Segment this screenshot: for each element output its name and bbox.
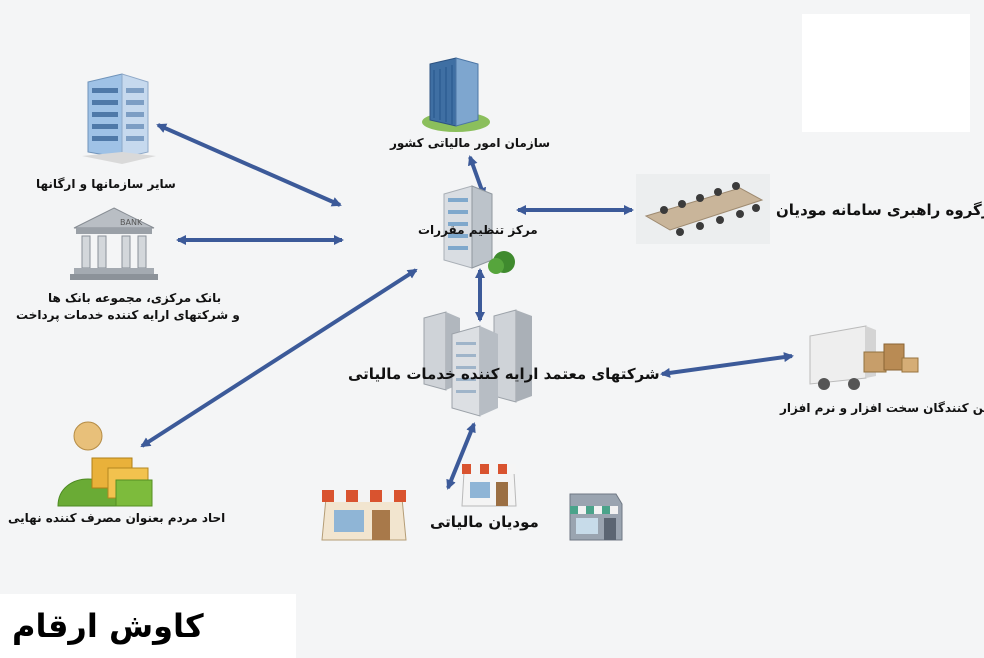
label-tax-org: سازمان امور مالیاتی کشور <box>390 136 551 150</box>
arrow-companies-taxpayers <box>446 422 476 490</box>
delivery-truck-icon <box>809 325 919 390</box>
label-banks-line1: بانک مرکزی، مجموعه بانک ها <box>48 291 222 305</box>
trusted-companies-icon <box>423 309 532 417</box>
arrow-companies-suppliers <box>660 352 794 378</box>
tax-tower-icon <box>422 57 490 132</box>
shop-left-icon <box>321 490 407 541</box>
label-citizens: احاد مردم بعنوان مصرف کننده نهایی <box>8 511 226 525</box>
shop-center-icon <box>461 464 517 507</box>
label-steering-group: کارگروه راهبری سامانه مودیان <box>776 201 984 219</box>
bank-icon: BANK <box>70 207 158 280</box>
brand-watermark: کاوش ارقام <box>0 594 296 658</box>
blank-panel <box>802 14 970 132</box>
regulation-center-icon <box>443 185 515 274</box>
label-other-orgs: سایر سازمانها و ارگانها <box>36 177 176 191</box>
shop-right-icon <box>569 493 623 541</box>
meeting-table-icon <box>636 174 770 244</box>
label-taxpayers: مودیان مالیاتی <box>430 513 539 531</box>
label-regulation-center: مرکز تنظیم مقررات <box>418 223 538 237</box>
person-icon <box>57 421 153 507</box>
arrow-citizens-center <box>140 268 418 448</box>
office-building-icon <box>82 73 156 164</box>
arrow-orgs-center <box>156 123 342 207</box>
label-suppliers: تامین کنندگان سخت افزار و نرم افزار <box>780 401 984 415</box>
label-trusted-companies: شرکتهای معتمد ارایه کننده خدمات مالیاتی <box>348 365 660 383</box>
bank-sign: BANK <box>120 218 143 227</box>
label-banks-line2: و شرکتهای ارایه کننده خدمات پرداخت <box>16 308 240 322</box>
